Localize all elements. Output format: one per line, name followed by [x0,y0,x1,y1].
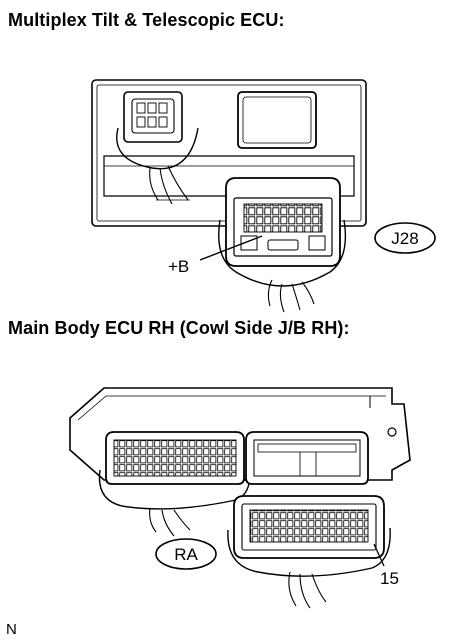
small-connector [116,91,199,205]
plus-b-leader-line [199,235,263,261]
connector-j28 [218,177,347,313]
j28-ellipse [374,222,436,254]
title-main-body-ecu-rh: Main Body ECU RH (Cowl Side J/B RH): [8,318,350,338]
main-body-connector-left [98,431,251,537]
j28-label: J28 [391,229,418,248]
ra-ellipse [155,538,217,570]
pin-15-label: 15 [380,569,399,588]
main-body-connector-right [245,431,369,485]
orientation-mark: N [6,621,17,638]
title-tilt-telescopic-ecu: Multiplex Tilt & Telescopic ECU: [8,10,285,30]
connector-ra [227,495,391,609]
pin-15-leader-line [373,543,385,567]
plus-b-label: +B [168,257,189,276]
ra-label: RA [174,545,198,564]
